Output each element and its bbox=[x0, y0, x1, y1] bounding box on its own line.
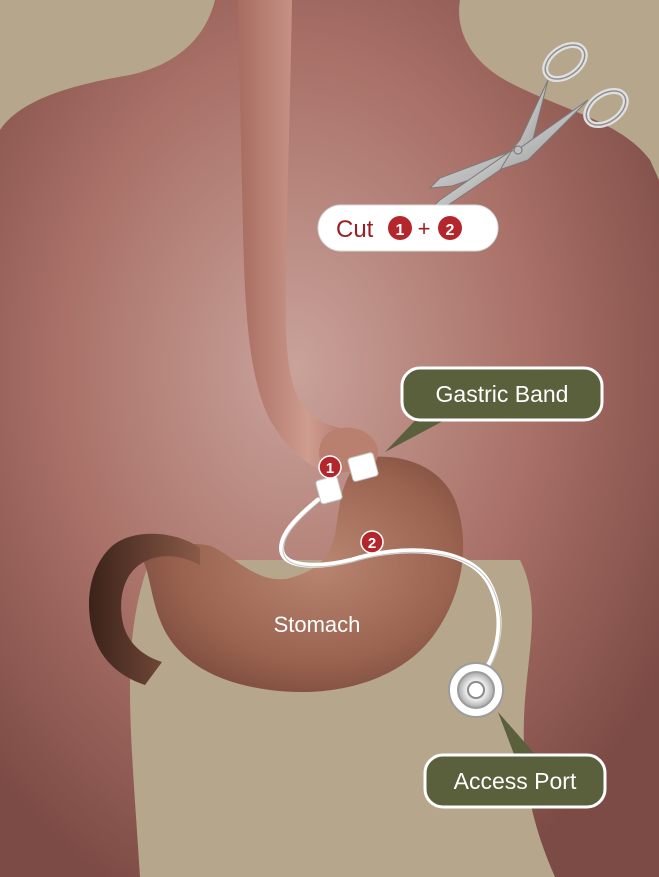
band-marker-1-text: 1 bbox=[326, 460, 334, 477]
stomach-label: Stomach bbox=[274, 612, 361, 637]
tubing-marker-2-text: 2 bbox=[368, 535, 376, 552]
cut-marker-2-text: 2 bbox=[446, 222, 455, 239]
cut-label: Cut 1 + 2 bbox=[318, 205, 498, 251]
tubing-marker-2: 2 bbox=[361, 531, 383, 553]
gastric-band-label: Gastric Band bbox=[436, 381, 569, 407]
band-marker-1: 1 bbox=[319, 456, 341, 478]
cut-text: Cut bbox=[336, 216, 374, 243]
cut-plus: + bbox=[418, 216, 431, 241]
access-port bbox=[449, 663, 503, 717]
cut-marker-1-text: 1 bbox=[396, 222, 405, 239]
access-port-label: Access Port bbox=[454, 768, 577, 794]
